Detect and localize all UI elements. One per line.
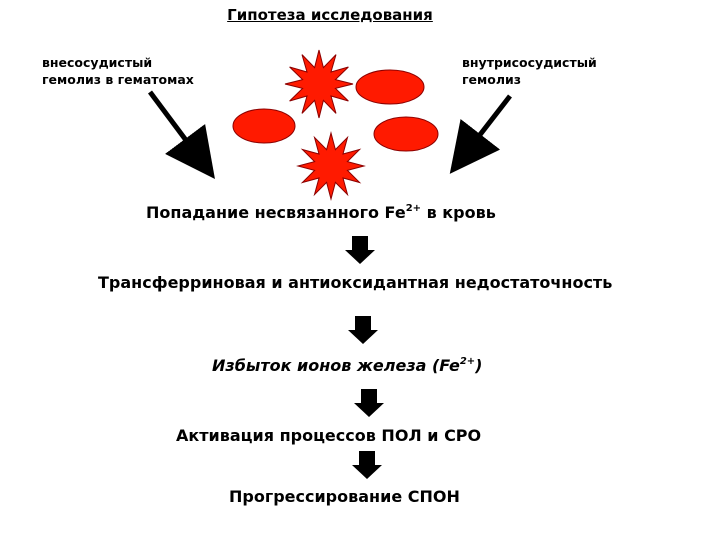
flow-arrow xyxy=(345,236,375,264)
left-diagonal-arrow xyxy=(147,90,215,180)
step-lipid-peroxidation: Активация процессов ПОЛ и СРО xyxy=(176,426,482,445)
red-blood-cell xyxy=(232,108,296,144)
flow-arrow xyxy=(352,451,382,479)
flow-arrow xyxy=(348,316,378,344)
lysed-cell-burst xyxy=(296,131,366,201)
right-diagonal-arrow xyxy=(449,94,512,174)
lysed-cell-burst xyxy=(284,49,354,119)
step-mods-progression: Прогрессирование СПОН xyxy=(229,487,460,506)
red-blood-cell xyxy=(355,69,425,105)
intravascular-hemolysis-label: внутрисосудистый гемолиз xyxy=(462,55,597,87)
step-transferrin-deficiency: Трансферриновая и антиоксидантная недост… xyxy=(98,273,613,292)
diagram-title: Гипотеза исследования xyxy=(227,6,433,24)
red-blood-cell xyxy=(373,116,439,152)
extravascular-hemolysis-label: внесосудистый гемолиз в гематомах xyxy=(42,55,194,87)
flow-arrow xyxy=(354,389,384,417)
step-iron-excess: Избыток ионов железа (Fe2+) xyxy=(212,356,483,375)
step-free-iron-entry: Попадание несвязанного Fe2+ в кровь xyxy=(146,203,496,222)
